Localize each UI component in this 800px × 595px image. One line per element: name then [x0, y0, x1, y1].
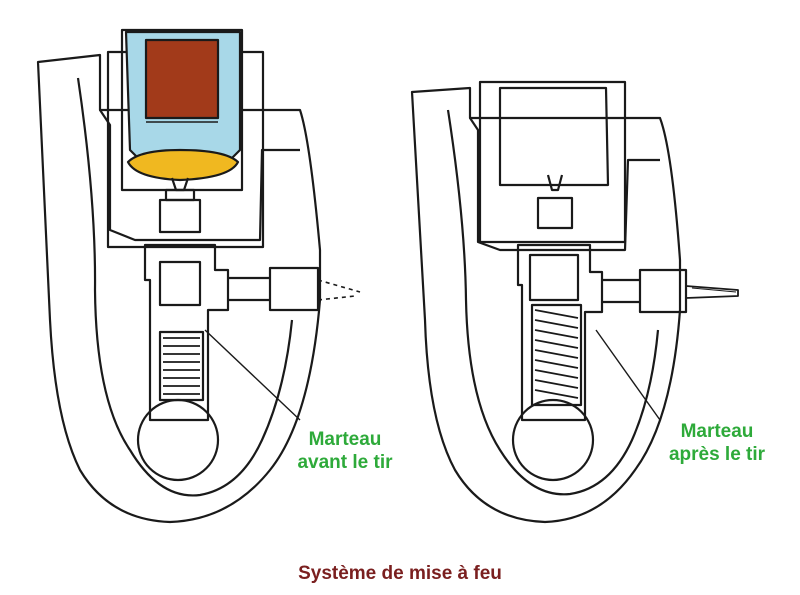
chamber-right — [498, 86, 610, 187]
outer-body-left — [36, 53, 322, 524]
label-before-line2: avant le tir — [297, 452, 393, 473]
ball-right — [511, 398, 595, 482]
mechanism-after — [410, 80, 739, 524]
inner-contour-right — [446, 109, 660, 496]
spring-left — [163, 337, 200, 395]
breech-block-right — [478, 80, 627, 244]
inner-contour-left — [76, 77, 294, 497]
hammer-housing-left — [143, 243, 230, 422]
outer-body-right — [410, 86, 682, 524]
diagram-caption: Système de mise à feu — [298, 563, 502, 584]
spring-right — [534, 309, 579, 399]
label-after-line2: après le tir — [668, 444, 766, 465]
ball-left — [136, 398, 220, 482]
hammer-housing-right — [516, 243, 604, 422]
label-hammer-before: Marteau avant le tir — [290, 428, 400, 474]
primer — [126, 148, 240, 182]
label-after-line1: Marteau — [680, 421, 754, 442]
label-hammer-after: Marteau après le tir — [662, 420, 772, 466]
mechanism-before — [36, 28, 361, 524]
projectile — [144, 38, 220, 120]
label-before-line1: Marteau — [308, 429, 382, 450]
trigger-block-right — [638, 268, 688, 314]
firing-pin-right — [546, 174, 564, 192]
trigger-block-left — [268, 266, 320, 312]
